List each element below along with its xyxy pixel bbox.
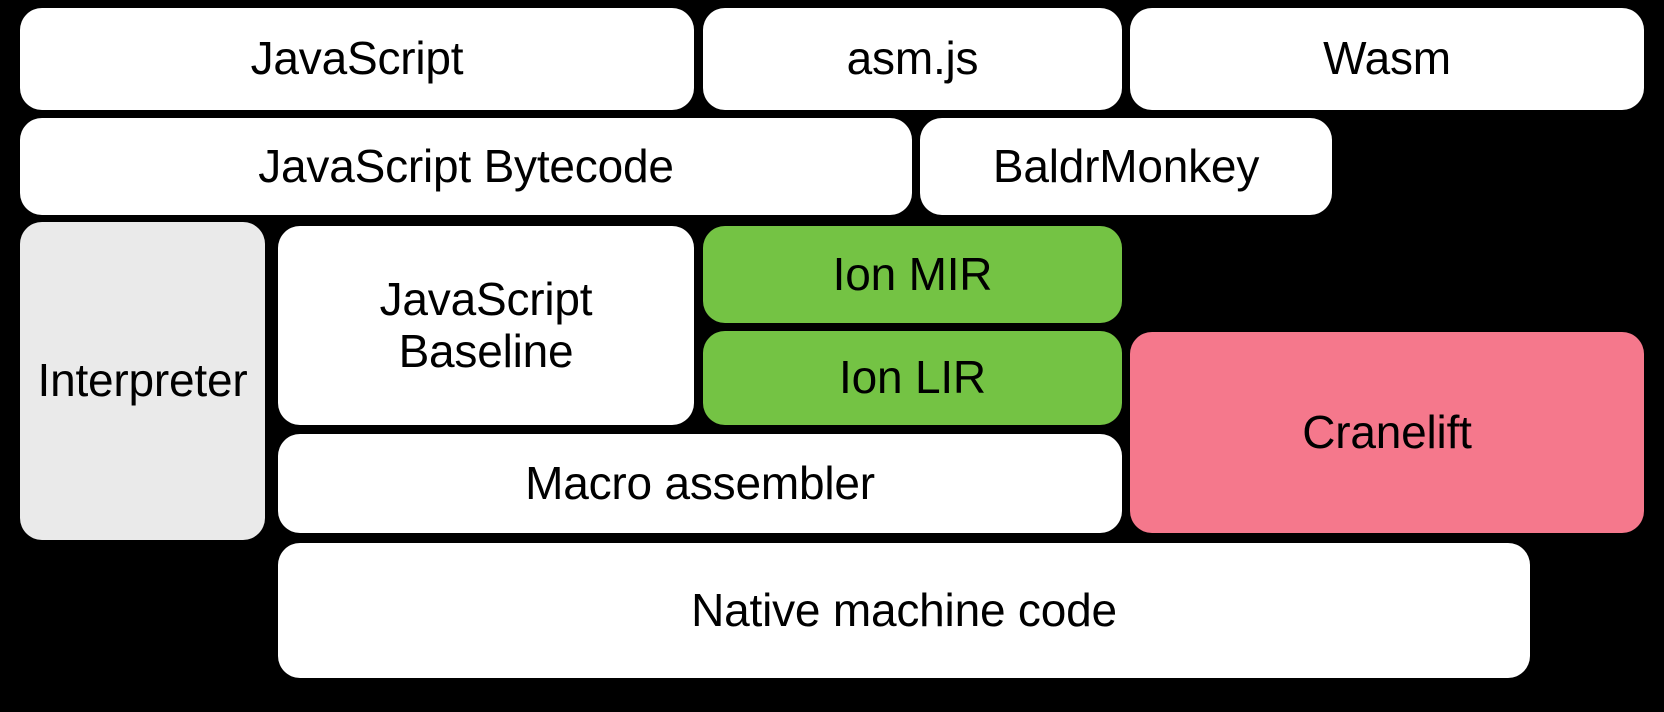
node-cranelift[interactable]: Cranelift (1130, 332, 1644, 533)
node-interpreter-label: Interpreter (37, 354, 248, 407)
node-baldrmonkey[interactable]: BaldrMonkey (920, 118, 1332, 215)
node-macro-assembler-label: Macro assembler (525, 456, 875, 509)
node-macro-assembler[interactable]: Macro assembler (278, 434, 1122, 533)
node-interpreter[interactable]: Interpreter (20, 222, 265, 540)
node-cranelift-label: Cranelift (1302, 405, 1472, 458)
node-javascript-bytecode-label: JavaScript Bytecode (258, 139, 674, 192)
node-javascript-bytecode[interactable]: JavaScript Bytecode (20, 118, 912, 215)
node-javascript-baseline-label: JavaScript Baseline (379, 272, 593, 377)
node-javascript-baseline[interactable]: JavaScript Baseline (278, 226, 694, 425)
node-asm-js-label: asm.js (846, 32, 979, 85)
node-ion-mir[interactable]: Ion MIR (703, 226, 1122, 323)
node-native-machine-code[interactable]: Native machine code (278, 543, 1530, 678)
node-native-machine-code-label: Native machine code (691, 583, 1117, 636)
node-javascript-label: JavaScript (250, 32, 464, 85)
node-wasm[interactable]: Wasm (1130, 8, 1644, 110)
node-javascript[interactable]: JavaScript (20, 8, 694, 110)
node-baldrmonkey-label: BaldrMonkey (992, 139, 1260, 192)
node-asm-js[interactable]: asm.js (703, 8, 1122, 110)
node-ion-lir-label: Ion LIR (839, 351, 986, 404)
node-ion-mir-label: Ion MIR (832, 247, 993, 300)
node-ion-lir[interactable]: Ion LIR (703, 331, 1122, 425)
node-wasm-label: Wasm (1323, 32, 1451, 85)
